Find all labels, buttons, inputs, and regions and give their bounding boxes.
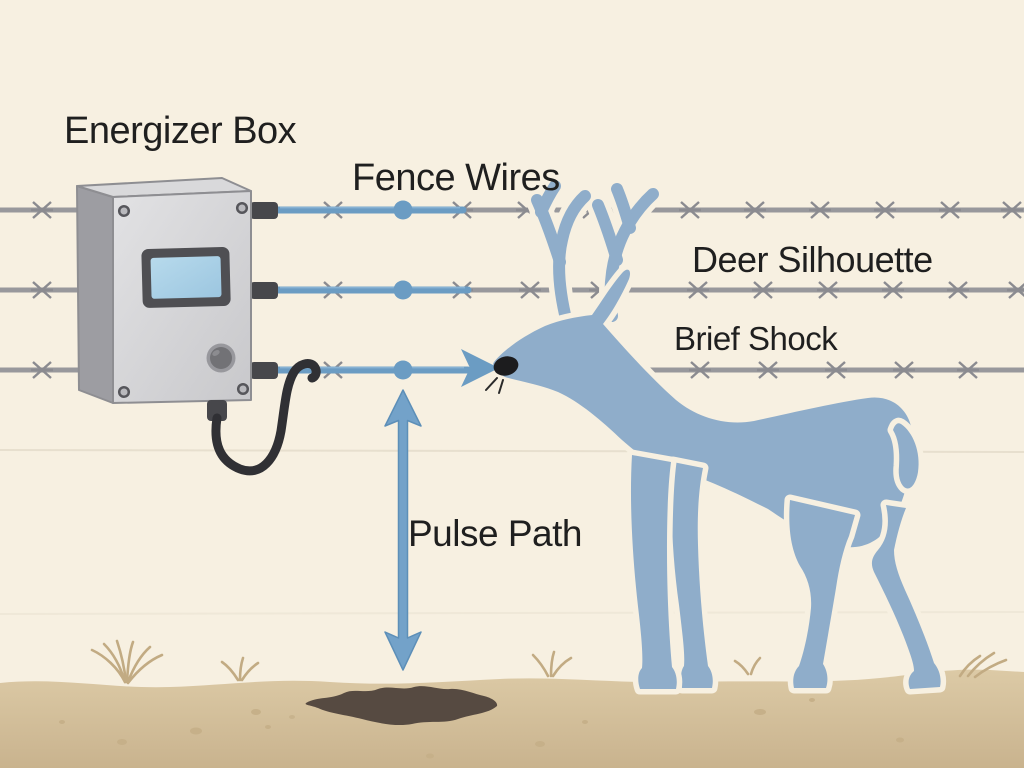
- wire-node-top: [393, 200, 413, 220]
- box-side-face: [76, 185, 114, 404]
- deer-silhouette: [487, 174, 947, 695]
- output-terminal-middle: [250, 282, 278, 299]
- deer-rear-leg-back: [866, 499, 947, 695]
- deer-front-leg-front: [625, 449, 683, 695]
- wire-node-middle: [393, 280, 413, 300]
- soil: [0, 669, 1024, 768]
- energizer-box-label: Energizer Box: [64, 110, 297, 152]
- deer-front-leg-back: [666, 456, 719, 694]
- ground-cable-port: [207, 400, 227, 421]
- deer-antlers: [525, 174, 665, 335]
- deer-rear-leg-front: [783, 494, 861, 694]
- energizer-box: [76, 177, 278, 421]
- control-knob: [206, 343, 236, 373]
- output-terminal-bottom: [250, 362, 278, 379]
- deer-nose: [485, 356, 519, 394]
- wire-node-bottom: [393, 360, 413, 380]
- corner-screws: [117, 201, 250, 399]
- deer-tail: [887, 417, 925, 494]
- display-screen: [141, 247, 231, 308]
- grass-tufts: [90, 639, 1008, 685]
- pulse-path-label: Pulse Path: [408, 513, 582, 554]
- output-terminal-top: [250, 202, 278, 219]
- shock-arrowhead: [461, 349, 499, 387]
- ground-hole: [305, 686, 498, 726]
- deer-silhouette-label: Deer Silhouette: [692, 239, 933, 280]
- deer-body: [487, 264, 918, 553]
- pebbles: [59, 698, 904, 759]
- ground: [0, 639, 1024, 768]
- brief-shock-label: Brief Shock: [674, 320, 838, 357]
- shock-spark: [485, 377, 504, 394]
- electrified-wire-segments: [272, 200, 472, 380]
- fence-wires-label: Fence Wires: [352, 157, 560, 199]
- ground-cable: [211, 359, 321, 476]
- pulse-path-arrow: [384, 389, 422, 671]
